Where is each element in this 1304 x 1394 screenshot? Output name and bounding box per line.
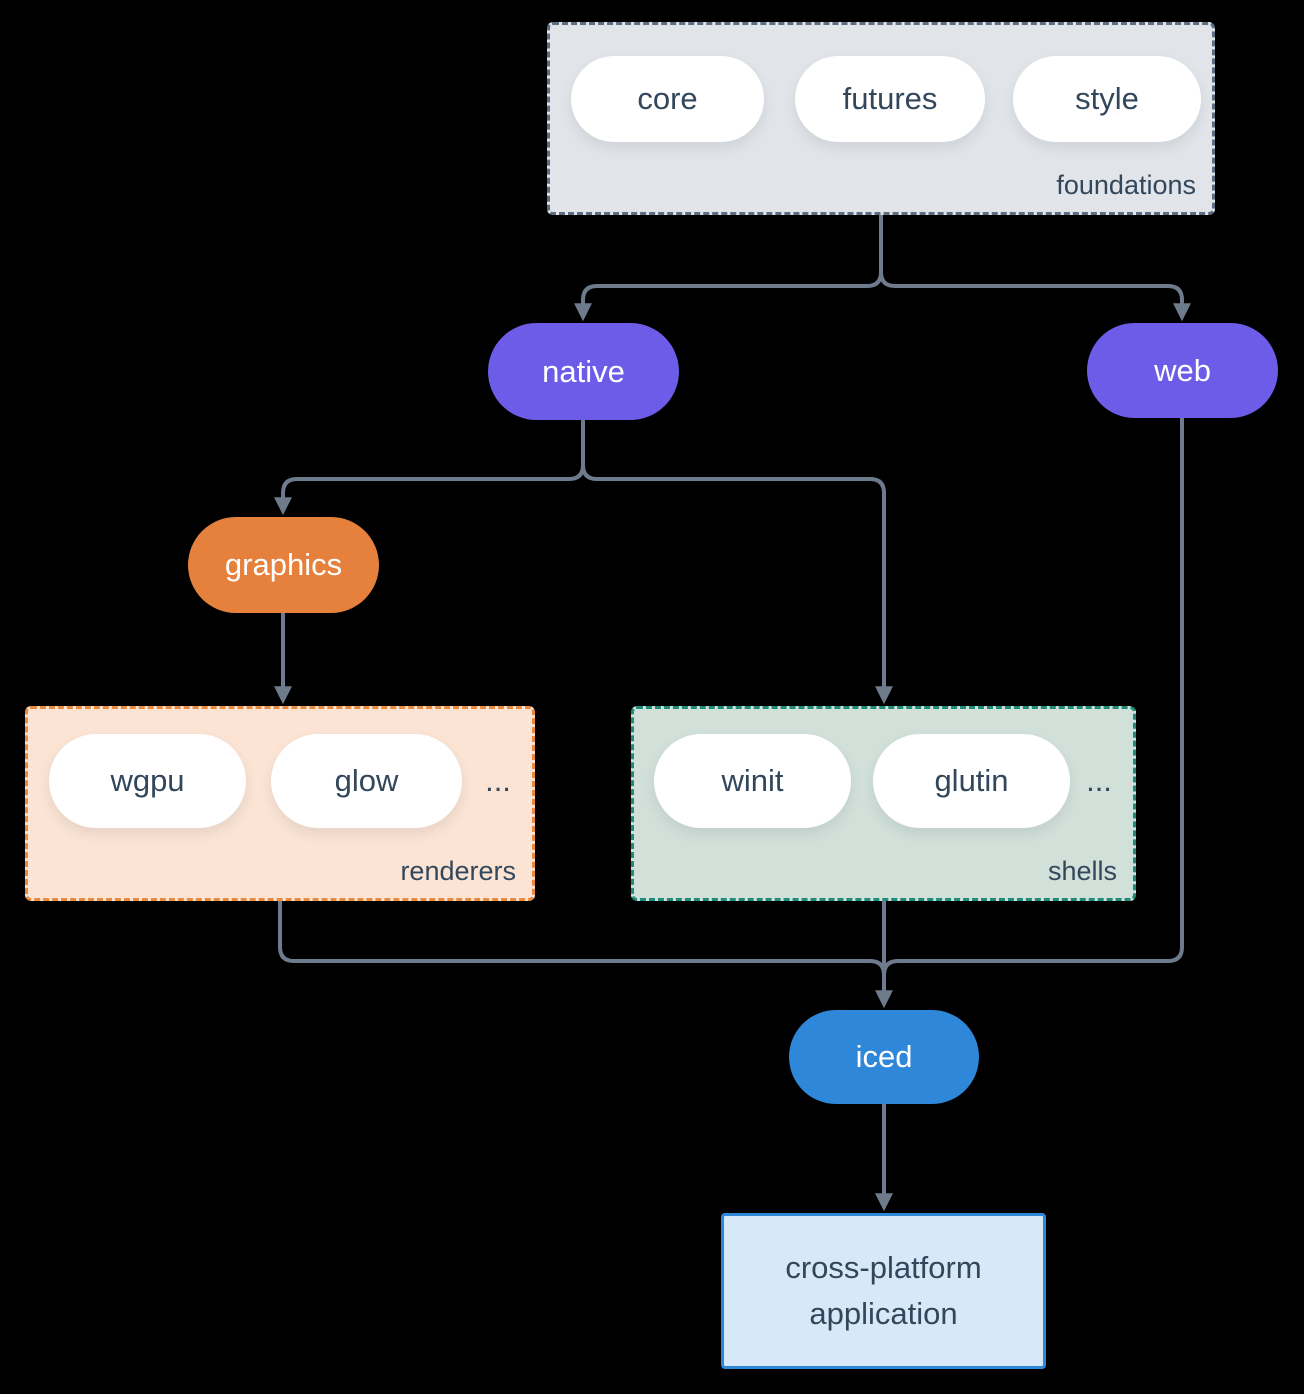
- shells-label: shells: [1047, 856, 1117, 886]
- glow-node: glow: [271, 734, 462, 828]
- iced-node: iced: [789, 1010, 979, 1104]
- renderers-ellipsis: ...: [485, 763, 511, 798]
- shells-group: winit glutin ... shells: [631, 706, 1136, 901]
- connector-foundations-web: [879, 215, 1191, 322]
- connector-native-shells: [581, 420, 893, 705]
- web-node: web: [1087, 323, 1278, 418]
- foundations-group: core futures style foundations: [547, 22, 1215, 215]
- foundations-label: foundations: [1056, 170, 1196, 200]
- native-node: native: [488, 323, 679, 420]
- cross-platform-application-node: cross-platform application: [721, 1213, 1046, 1369]
- renderers-label: renderers: [400, 856, 516, 886]
- futures-node: futures: [795, 56, 985, 142]
- connector-foundations-native: [574, 215, 883, 322]
- connector-renderers-merge: [278, 901, 886, 976]
- graphics-node: graphics: [188, 517, 379, 613]
- wgpu-node: wgpu: [49, 734, 246, 828]
- core-node: core: [571, 56, 764, 142]
- glutin-node: glutin: [873, 734, 1070, 828]
- winit-node: winit: [654, 734, 851, 828]
- style-node: style: [1013, 56, 1201, 142]
- renderers-group: wgpu glow ... renderers: [25, 706, 535, 901]
- shells-ellipsis: ...: [1086, 763, 1112, 798]
- connector-native-graphics: [274, 420, 585, 516]
